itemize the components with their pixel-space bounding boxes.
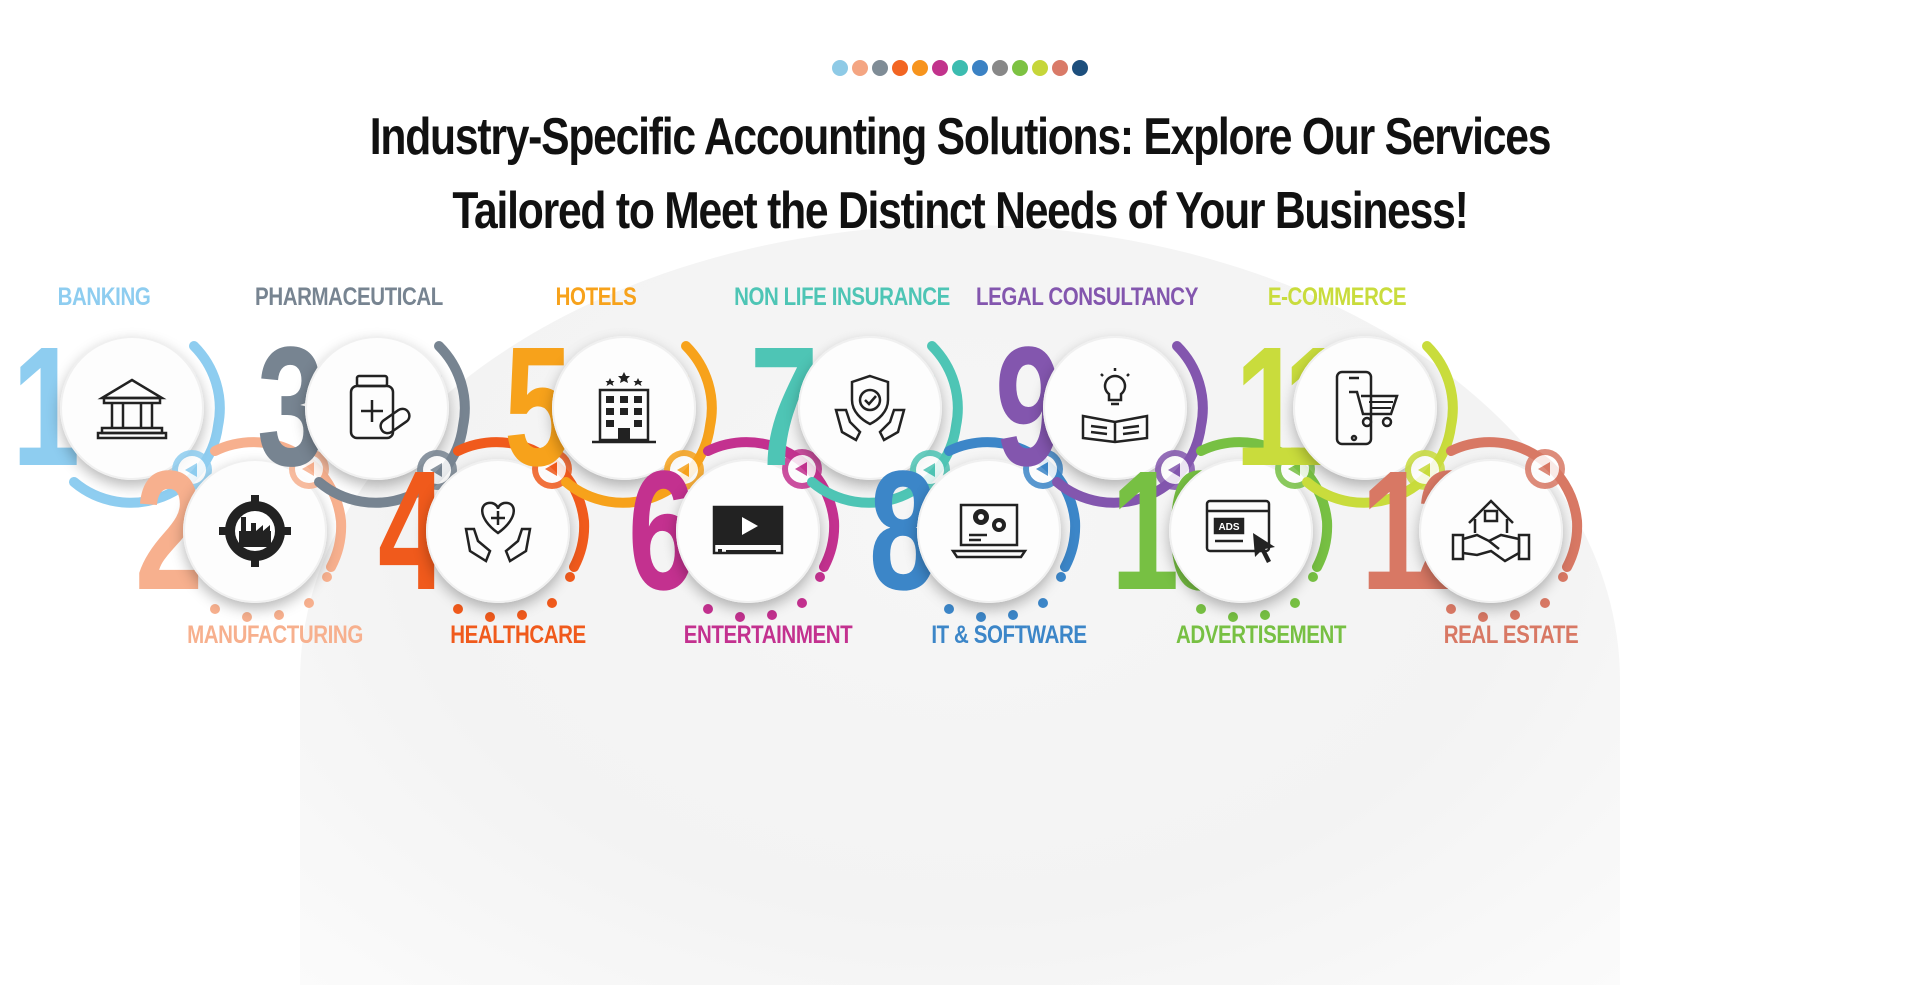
arc-dot xyxy=(1558,572,1568,582)
arc-dot xyxy=(735,612,745,622)
industry-number: 2 xyxy=(135,436,203,626)
industry-number: 5 xyxy=(504,312,572,502)
arc-dot xyxy=(565,572,575,582)
industry-number: 1 xyxy=(12,312,80,502)
ads-browser-icon: ADS xyxy=(1205,499,1275,563)
arc-dot xyxy=(1228,612,1238,622)
arc-dot xyxy=(815,572,825,582)
industry-number: 6 xyxy=(628,436,696,626)
arc-dot xyxy=(1446,604,1456,614)
color-dot xyxy=(952,60,968,76)
arc-dot xyxy=(517,610,527,620)
arc-dot xyxy=(1540,598,1550,608)
arc-dot xyxy=(274,610,284,620)
arc-dot xyxy=(485,612,495,622)
arc-dot xyxy=(453,604,463,614)
color-dot xyxy=(992,60,1008,76)
color-dot xyxy=(832,60,848,76)
industry-label: MANUFACTURING xyxy=(187,621,363,649)
arc-dot xyxy=(1290,598,1300,608)
color-dot xyxy=(912,60,928,76)
book-lightbulb-icon xyxy=(1081,368,1149,444)
industry-label: ENTERTAINMENT xyxy=(683,621,853,649)
industry-label: REAL ESTATE xyxy=(1443,621,1579,649)
color-dot xyxy=(972,60,988,76)
industry-label: HEALTHCARE xyxy=(450,621,586,649)
arc-dot xyxy=(1038,598,1048,608)
arc-dot xyxy=(1196,604,1206,614)
arc-dot xyxy=(976,612,986,622)
connector-arrow-icon xyxy=(1525,449,1565,489)
video-player-icon xyxy=(712,505,784,555)
arc-dot xyxy=(547,598,557,608)
connector-arrow-icon xyxy=(1275,449,1315,489)
arc-dot xyxy=(1478,612,1488,622)
svg-text:ADS: ADS xyxy=(1218,522,1239,533)
industry-number: 4 xyxy=(378,436,446,626)
industry-number: 3 xyxy=(257,312,325,502)
industry-label: ADVERTISEMENT xyxy=(1175,621,1347,649)
bank-icon xyxy=(96,378,168,440)
color-dot xyxy=(1032,60,1048,76)
arc-dot xyxy=(703,604,713,614)
industry-label: E-COMMERCE xyxy=(1267,283,1407,311)
industry-number: 9 xyxy=(995,312,1063,502)
industry-label: BANKING xyxy=(57,283,151,311)
color-dot xyxy=(1012,60,1028,76)
mobile-cart-icon xyxy=(1335,370,1399,446)
arc-dot xyxy=(1008,610,1018,620)
arc-dot xyxy=(944,604,954,614)
title-line-1: Industry-Specific Accounting Solutions: … xyxy=(369,108,1552,166)
arc-dot xyxy=(242,612,252,622)
arc-dot xyxy=(210,604,220,614)
hands-heart-icon xyxy=(464,501,532,563)
arc-dot xyxy=(1308,572,1318,582)
color-dot xyxy=(1052,60,1068,76)
arc-dot xyxy=(1260,610,1270,620)
arc-dot xyxy=(767,610,777,620)
arc-dot xyxy=(304,598,314,608)
industry-label: NON LIFE INSURANCE xyxy=(734,283,950,311)
title-line-2: Tailored to Meet the Distinct Needs of Y… xyxy=(452,182,1468,240)
industry-label: PHARMACEUTICAL xyxy=(255,283,443,311)
connector-arrow-icon xyxy=(1155,450,1195,490)
house-handshake-icon xyxy=(1451,499,1531,563)
arc-dot xyxy=(797,598,807,608)
color-dot xyxy=(932,60,948,76)
color-dot xyxy=(1072,60,1088,76)
industry-number: 7 xyxy=(750,312,818,502)
arc-dot xyxy=(1510,610,1520,620)
connector-arrow-icon xyxy=(664,450,704,490)
medicine-bottle-icon xyxy=(349,374,411,440)
laptop-gears-icon xyxy=(950,503,1028,559)
color-dots xyxy=(0,60,1920,76)
industry-label: LEGAL CONSULTANCY xyxy=(976,283,1198,311)
industry-label: HOTELS xyxy=(555,283,637,311)
shield-hands-icon xyxy=(834,374,906,442)
color-dot xyxy=(852,60,868,76)
connector-arrow-icon xyxy=(910,450,950,490)
color-dot xyxy=(872,60,888,76)
arc-dot xyxy=(322,572,332,582)
factory-gear-icon xyxy=(219,495,291,567)
page-title: Industry-Specific Accounting Solutions: … xyxy=(0,100,1920,248)
arc-dot xyxy=(1056,572,1066,582)
hotel-building-icon xyxy=(592,372,656,444)
color-dot xyxy=(892,60,908,76)
industry-label: IT & SOFTWARE xyxy=(931,621,1087,649)
industry-number: 8 xyxy=(869,436,937,626)
